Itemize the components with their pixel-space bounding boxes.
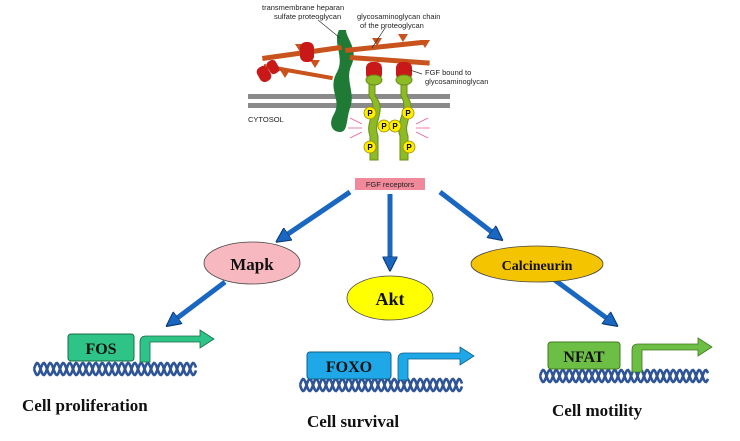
outcome-cell-survival: Cell survival [307, 412, 399, 431]
fgf-receptors-box [355, 178, 425, 190]
dna-layer [32, 361, 710, 393]
label-proteoglycan: transmembrane heparan sulfate proteoglyc… [262, 3, 346, 21]
node-mapk-label: Mapk [230, 255, 274, 274]
phospho-circle: P [402, 140, 416, 154]
node-akt-label: Akt [375, 289, 404, 309]
gene-module-fos: FOS [67, 329, 215, 363]
svg-text:P: P [406, 143, 412, 152]
proteoglycan-core [331, 30, 354, 132]
phospho-groups: P P P P P P [363, 106, 416, 154]
svg-text:P: P [367, 143, 373, 152]
fgf-receptors-label: FGF receptors [366, 180, 415, 189]
phospho-circle: P [388, 119, 402, 133]
arrow-receptor-to-calcineurin [438, 190, 497, 236]
signal-arrows [172, 189, 612, 322]
membrane-illustration: P P P P P P transmembrane heparan sulfat… [248, 3, 488, 190]
node-mapk: Mapk [203, 241, 301, 285]
node-calcineurin-label: Calcineurin [502, 259, 573, 274]
svg-text:P: P [392, 122, 398, 131]
dna-backbone [298, 377, 464, 393]
dna-strand [32, 361, 198, 377]
leader-lines [317, 19, 423, 75]
fgf-free-left [256, 42, 314, 83]
gene-label-foxo: FOXO [326, 359, 372, 376]
transcription-arrow-fos [139, 329, 215, 363]
arrow-mapk-to-fos [172, 280, 227, 322]
gag-chain-right [345, 34, 430, 66]
dna-strand [538, 368, 710, 384]
gene-label-nfat: NFAT [563, 349, 605, 366]
gene-label-fos: FOS [85, 341, 116, 358]
node-akt: Akt [346, 275, 434, 321]
outcome-cell-proliferation: Cell proliferation [22, 396, 148, 415]
activation-sparks [348, 117, 430, 139]
phospho-circle: P [363, 106, 377, 120]
dna-strand [298, 377, 464, 393]
phospho-circle: P [377, 119, 391, 133]
label-gag-chain: glycosaminoglycan chain of the proteogly… [357, 12, 442, 30]
arrow-calcineurin-to-nfat [550, 275, 612, 322]
dna-backbone [538, 368, 710, 384]
svg-text:P: P [381, 122, 387, 131]
gene-box-fos [67, 333, 135, 362]
transcription-arrow-foxo [397, 346, 475, 381]
phospho-circle: P [401, 106, 415, 120]
svg-text:P: P [405, 109, 411, 118]
gene-module-nfat: NFAT [547, 337, 713, 373]
dna-backbone [32, 361, 198, 377]
gene-box-foxo [306, 351, 392, 380]
svg-text:P: P [367, 109, 373, 118]
fgf-receptor-pair [365, 74, 413, 161]
node-calcineurin: Calcineurin [470, 245, 604, 283]
transcription-arrow-nfat [631, 337, 713, 373]
arrow-receptor-to-mapk [282, 189, 352, 238]
outcome-cell-motility: Cell motility [552, 401, 643, 420]
gene-box-nfat [547, 341, 621, 370]
gene-module-foxo: FOXO [306, 346, 475, 381]
label-cytosol: CYTOSOL [248, 115, 284, 124]
dna-backbone [32, 361, 198, 377]
label-fgf-bound: FGF bound to glycosaminoglycan [425, 68, 488, 86]
phospho-circle: P [363, 140, 377, 154]
